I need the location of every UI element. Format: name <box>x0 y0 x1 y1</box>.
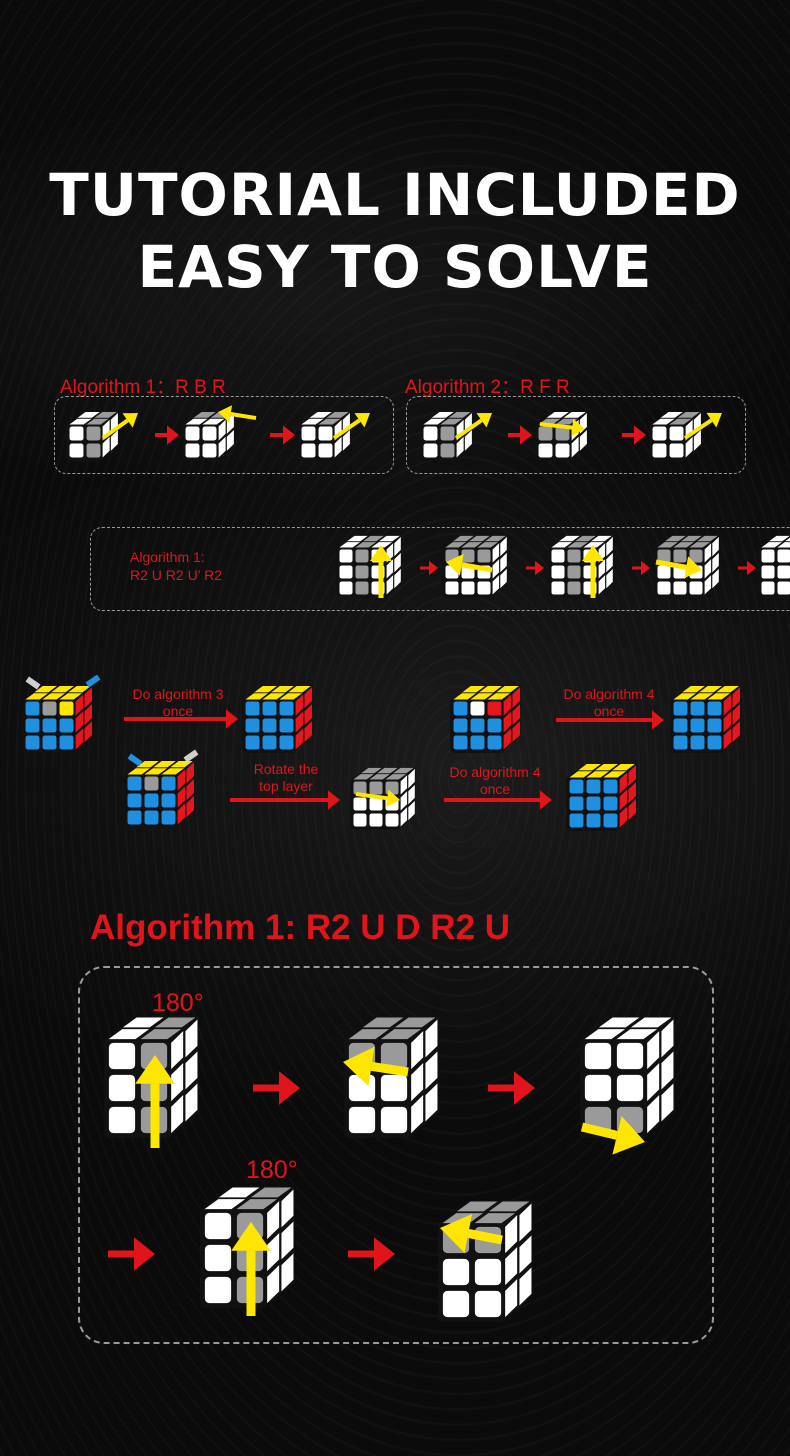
row3-cube-2 <box>242 685 313 753</box>
row1-cube-6 <box>649 411 702 461</box>
degree-label-1: 180° <box>152 989 204 1017</box>
algorithm-1-3x3-title: Algorithm 1: <box>130 549 205 565</box>
row1-cube-1-arrow <box>101 413 138 440</box>
headline-line-1: TUTORIAL INCLUDED <box>49 161 741 229</box>
section-cube-1-arrow <box>135 1055 175 1148</box>
section-cube-3-arrow <box>580 1116 645 1155</box>
section-cube-2 <box>344 1016 439 1138</box>
row1-arrow-1 <box>155 425 179 445</box>
row3-arrow-2 <box>556 710 664 730</box>
row2-arrow-3 <box>632 560 650 576</box>
row3-cube-1 <box>22 685 93 753</box>
step-c-line-1: Rotate the <box>253 761 319 777</box>
row2-cube-3 <box>548 535 614 598</box>
row2-arrow-1 <box>420 560 438 576</box>
row1-cube-6-arrow <box>683 412 722 440</box>
algorithm-1-box <box>54 396 394 474</box>
row2-cube-4 <box>654 535 720 598</box>
step-b-line-1: Do algorithm 4 <box>563 686 655 702</box>
row1-cube-3-arrow <box>332 413 370 440</box>
row3-cube-6 <box>350 767 416 830</box>
algorithm-1-3x3-moves: R2 U R2 U’ R2 <box>130 567 223 583</box>
row3-cube-5-tab-2 <box>183 749 199 763</box>
row3-cube-1-tab-2 <box>85 674 101 688</box>
row2-cube-1 <box>336 535 402 598</box>
row1-cube-3 <box>298 411 351 461</box>
row3-cube-4 <box>670 685 741 753</box>
section-box <box>78 966 714 1344</box>
row1-cube-1 <box>66 411 119 461</box>
row1-cube-5 <box>535 411 588 461</box>
row2-arrow-4 <box>738 560 756 576</box>
algorithm-1-3x3-box <box>90 527 790 611</box>
row3-cube-5-tab-1 <box>127 753 143 767</box>
section-cube-4-arrow <box>231 1222 271 1316</box>
section-arrow-4 <box>348 1237 395 1271</box>
section-cube-3 <box>580 1016 675 1138</box>
algorithm-2-label: Algorithm 2：R F R <box>405 377 570 398</box>
section-cube-5-arrow <box>440 1214 503 1253</box>
row2-arrow-2 <box>526 560 544 576</box>
row1-cube-5-arrow <box>539 418 585 437</box>
step-d-line-2: once <box>479 781 511 797</box>
algorithm-1-label: Algorithm 1：R B R <box>60 377 226 398</box>
row1-arrow-4 <box>622 425 646 445</box>
row3-cube-3 <box>450 685 521 753</box>
row3-cube-1-tab-1 <box>25 676 41 690</box>
row2-cube-2-arrow <box>446 553 493 576</box>
row1-cube-4-arrow <box>454 413 492 440</box>
row3-arrow-1 <box>124 709 238 729</box>
section-arrow-3 <box>108 1237 155 1271</box>
section-arrow-1 <box>253 1071 300 1105</box>
row3-cube-7 <box>566 763 637 831</box>
row1-arrow-3 <box>508 425 532 445</box>
degree-label-2: 180° <box>246 1156 298 1184</box>
headline-line-2: EASY TO SOLVE <box>137 233 653 301</box>
algorithm-2-box <box>406 396 746 474</box>
row2-cube-1-arrow <box>370 545 392 598</box>
step-d-line-1: Do algorithm 4 <box>449 764 541 780</box>
step-b-line-2: once <box>593 703 625 719</box>
section-cube-5 <box>438 1200 533 1322</box>
step-a-line-2: once <box>162 703 194 719</box>
row1-cube-4 <box>420 411 473 461</box>
step-a-line-1: Do algorithm 3 <box>132 686 224 702</box>
step-c-line-2: top layer <box>259 778 313 794</box>
row1-arrow-2 <box>270 425 295 445</box>
row3-cube-6-arrow <box>355 789 400 807</box>
row2-cube-4-arrow <box>655 556 702 579</box>
row1-cube-2-arrow <box>218 405 257 423</box>
row3-arrow-3 <box>230 790 340 810</box>
row3-arrow-4 <box>444 790 552 810</box>
row2-cube-3-arrow <box>582 545 604 598</box>
row3-cube-5 <box>124 760 195 828</box>
section-title: Algorithm 1: R2 U D R2 U <box>90 908 511 947</box>
section-cube-2-arrow <box>343 1046 409 1086</box>
row2-cube-5 <box>758 535 790 598</box>
section-arrow-2 <box>488 1071 535 1105</box>
